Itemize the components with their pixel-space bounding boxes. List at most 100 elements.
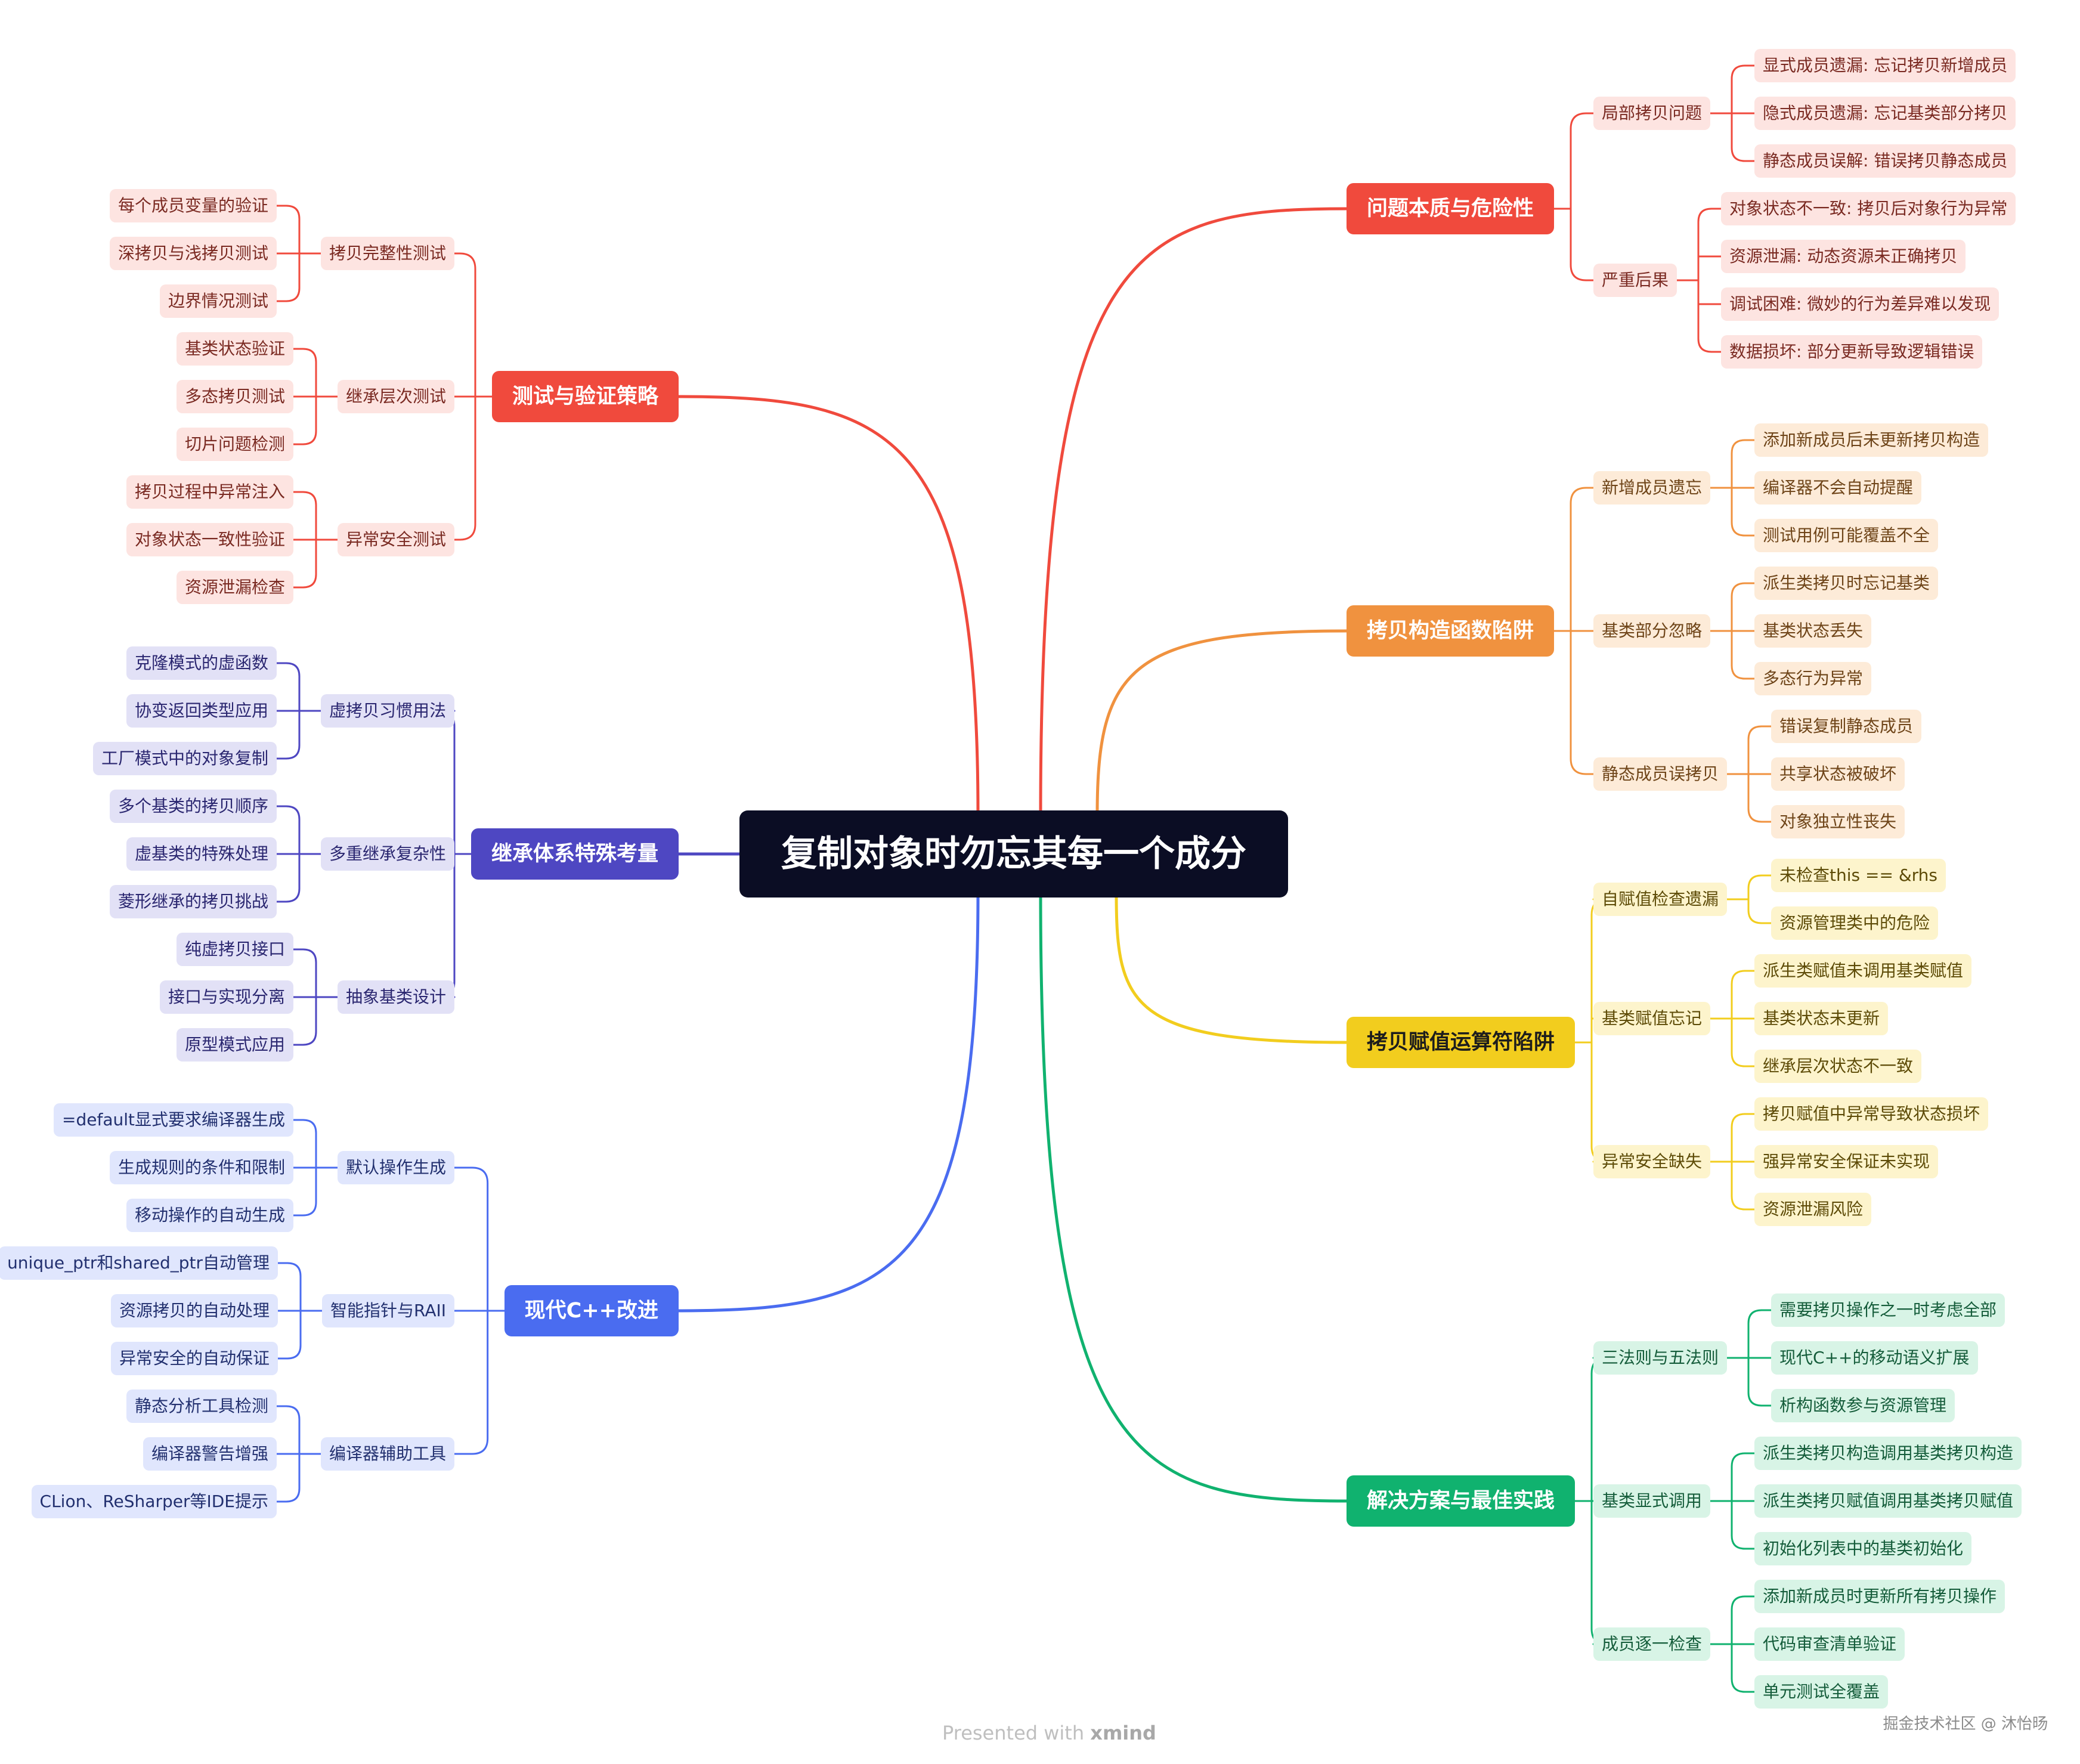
leaf-b2-2-2[interactable]: 基类状态丢失: [1754, 614, 1872, 648]
leaf-b4-1-3[interactable]: 析构函数参与资源管理: [1771, 1389, 1955, 1422]
leaf-b5-2-3[interactable]: 切片问题检测: [176, 428, 293, 461]
leaf-b6-1-2[interactable]: 协变返回类型应用: [126, 694, 277, 728]
leaf-b6-3-1[interactable]: 纯虚拷贝接口: [176, 933, 293, 966]
subtopic-b5-1[interactable]: 拷贝完整性测试: [320, 237, 454, 270]
leaf-b6-3-2[interactable]: 接口与实现分离: [159, 980, 293, 1014]
subtopic-b4-2[interactable]: 基类显式调用: [1593, 1484, 1711, 1518]
subtopic-b7-2[interactable]: 智能指针与RAII: [322, 1294, 454, 1327]
subtopic-b5-1-label: 拷贝完整性测试: [329, 243, 446, 263]
leaf-b3-1-1[interactable]: 未检查this == &rhs: [1771, 859, 1946, 892]
leaf-b4-2-2[interactable]: 派生类拷贝赋值调用基类拷贝赋值: [1754, 1484, 2022, 1518]
leaf-b4-2-1[interactable]: 派生类拷贝构造调用基类拷贝构造: [1754, 1437, 2022, 1470]
leaf-b2-3-2[interactable]: 共享状态被破坏: [1771, 757, 1905, 791]
leaf-b4-3-3[interactable]: 单元测试全覆盖: [1754, 1675, 1889, 1709]
leaf-b5-2-2-label: 多态拷贝测试: [184, 386, 285, 406]
subtopic-b7-1-label: 默认操作生成: [345, 1158, 446, 1177]
subtopic-b6-3[interactable]: 抽象基类设计: [337, 980, 454, 1014]
subtopic-b5-3[interactable]: 异常安全测试: [337, 523, 454, 556]
subtopic-b3-3[interactable]: 异常安全缺失: [1593, 1145, 1711, 1178]
subtopic-b3-2[interactable]: 基类赋值忘记: [1593, 1002, 1711, 1035]
leaf-b4-1-2[interactable]: 现代C++的移动语义扩展: [1771, 1341, 1978, 1375]
subtopic-b3-1[interactable]: 自赋值检查遗漏: [1593, 883, 1728, 916]
subtopic-b6-1[interactable]: 虚拷贝习惯用法: [320, 694, 454, 728]
leaf-b1-1-1[interactable]: 显式成员遗漏: 忘记拷贝新增成员: [1754, 49, 2016, 82]
leaf-b6-2-1[interactable]: 多个基类的拷贝顺序: [109, 790, 277, 823]
subtopic-b5-2[interactable]: 继承层次测试: [337, 380, 454, 413]
root-topic[interactable]: 复制对象时勿忘其每一个成分: [739, 810, 1288, 898]
branch-b7[interactable]: 现代C++改进: [504, 1285, 679, 1336]
leaf-b1-2-3[interactable]: 调试困难: 微妙的行为差异难以发现: [1721, 287, 1999, 321]
leaf-b5-2-1[interactable]: 基类状态验证: [176, 332, 293, 366]
subtopic-b4-1[interactable]: 三法则与五法则: [1593, 1341, 1728, 1375]
subtopic-b6-2[interactable]: 多重继承复杂性: [320, 837, 454, 871]
leaf-b3-3-1[interactable]: 拷贝赋值中异常导致状态损坏: [1754, 1097, 1989, 1131]
leaf-b7-2-3[interactable]: 异常安全的自动保证: [110, 1342, 278, 1375]
leaf-b1-2-4[interactable]: 数据损坏: 部分更新导致逻辑错误: [1721, 335, 1983, 369]
sub-spine-b1: [1570, 112, 1587, 281]
leaf-b5-1-2[interactable]: 深拷贝与浅拷贝测试: [109, 237, 277, 270]
leaf-b7-1-2[interactable]: 生成规则的条件和限制: [109, 1151, 293, 1184]
leaf-b2-1-3[interactable]: 测试用例可能覆盖不全: [1754, 519, 1939, 552]
branch-b1[interactable]: 问题本质与危险性: [1347, 183, 1555, 234]
subtopic-b1-1[interactable]: 局部拷贝问题: [1593, 97, 1711, 130]
leaf-b2-3-1[interactable]: 错误复制静态成员: [1771, 710, 1922, 743]
leaf-b6-2-3[interactable]: 菱形继承的拷贝挑战: [109, 885, 277, 918]
leaf-b3-3-2[interactable]: 强异常安全保证未实现: [1754, 1145, 1939, 1178]
subtopic-b7-1[interactable]: 默认操作生成: [337, 1151, 454, 1184]
leaf-b7-2-2[interactable]: 资源拷贝的自动处理: [110, 1294, 278, 1327]
leaf-b2-2-1[interactable]: 派生类拷贝时忘记基类: [1754, 567, 1939, 600]
leaf-b4-3-2[interactable]: 代码审查清单验证: [1754, 1627, 1905, 1661]
leaf-b6-1-3[interactable]: 工厂模式中的对象复制: [92, 742, 277, 775]
leaf-b2-1-1[interactable]: 添加新成员后未更新拷贝构造: [1754, 423, 1989, 457]
leaf-b3-2-2[interactable]: 基类状态未更新: [1754, 1002, 1889, 1035]
leaf-b6-3-3[interactable]: 原型模式应用: [176, 1028, 293, 1062]
xmind-brand: xmind: [1090, 1722, 1156, 1744]
leaf-b2-2-3[interactable]: 多态行为异常: [1754, 662, 1872, 695]
leaf-b4-3-1-label: 添加新成员时更新所有拷贝操作: [1763, 1586, 1997, 1606]
leaf-b4-3-1[interactable]: 添加新成员时更新所有拷贝操作: [1754, 1580, 2005, 1613]
leaf-b5-3-2[interactable]: 对象状态一致性验证: [126, 523, 293, 556]
leaf-b6-1-1[interactable]: 克隆模式的虚函数: [126, 646, 277, 680]
leaf-b4-1-1[interactable]: 需要拷贝操作之一时考虑全部: [1771, 1293, 2005, 1327]
branch-b5[interactable]: 测试与验证策略: [491, 371, 679, 422]
leaf-b3-1-2[interactable]: 资源管理类中的危险: [1771, 906, 1939, 940]
leaf-b5-1-1[interactable]: 每个成员变量的验证: [109, 189, 277, 222]
subtopic-b2-2[interactable]: 基类部分忽略: [1593, 614, 1711, 648]
leaf-b1-1-2-label: 隐式成员遗漏: 忘记基类部分拷贝: [1763, 103, 2008, 123]
leaf-b2-3-3[interactable]: 对象独立性丧失: [1771, 805, 1905, 838]
branch-b2[interactable]: 拷贝构造函数陷阱: [1347, 605, 1555, 657]
leaf-b6-2-2[interactable]: 虚基类的特殊处理: [126, 837, 277, 871]
leaf-b1-2-2[interactable]: 资源泄漏: 动态资源未正确拷贝: [1721, 240, 1966, 273]
subtopic-b4-3-label: 成员逐一检查: [1602, 1634, 1703, 1654]
branch-b6[interactable]: 继承体系特殊考量: [471, 828, 679, 880]
leaf-b1-1-3[interactable]: 静态成员误解: 错误拷贝静态成员: [1754, 144, 2016, 178]
leaf-b4-2-3[interactable]: 初始化列表中的基类初始化: [1754, 1532, 1972, 1565]
leaf-b7-3-3[interactable]: CLion、ReSharper等IDE提示: [31, 1485, 277, 1518]
leaf-b7-3-1[interactable]: 静态分析工具检测: [126, 1389, 277, 1423]
leaf-b3-2-3[interactable]: 继承层次状态不一致: [1754, 1050, 1922, 1083]
subtopic-b1-2[interactable]: 严重后果: [1593, 264, 1677, 297]
leaf-b1-2-1[interactable]: 对象状态不一致: 拷贝后对象行为异常: [1721, 192, 2016, 225]
subtopic-b2-3[interactable]: 静态成员误拷贝: [1593, 757, 1728, 791]
leaf-b1-1-2[interactable]: 隐式成员遗漏: 忘记基类部分拷贝: [1754, 97, 2016, 130]
leaf-b3-2-1[interactable]: 派生类赋值未调用基类赋值: [1754, 954, 1972, 988]
leaf-b4-1-1-label: 需要拷贝操作之一时考虑全部: [1779, 1300, 1997, 1320]
branch-b3[interactable]: 拷贝赋值运算符陷阱: [1347, 1017, 1576, 1068]
leaf-b7-3-2[interactable]: 编译器警告增强: [143, 1437, 277, 1471]
subtopic-b2-1[interactable]: 新增成员遗忘: [1593, 471, 1711, 505]
leaf-b7-1-1[interactable]: =default显式要求编译器生成: [54, 1103, 293, 1137]
leaf-b2-1-2[interactable]: 编译器不会自动提醒: [1754, 471, 1922, 505]
branch-b4[interactable]: 解决方案与最佳实践: [1347, 1475, 1576, 1527]
leaf-b7-1-3[interactable]: 移动操作的自动生成: [126, 1199, 293, 1232]
leaf-b5-2-2[interactable]: 多态拷贝测试: [176, 380, 293, 413]
subtopic-b4-3[interactable]: 成员逐一检查: [1593, 1627, 1711, 1661]
leaf-b7-2-1[interactable]: unique_ptr和shared_ptr自动管理: [0, 1246, 278, 1280]
leaf-b6-3-2-label: 接口与实现分离: [168, 987, 285, 1007]
leaf-b5-1-3[interactable]: 边界情况测试: [159, 284, 277, 318]
leaf-b5-3-1[interactable]: 拷贝过程中异常注入: [126, 475, 293, 509]
leaf-b3-3-3[interactable]: 资源泄漏风险: [1754, 1193, 1872, 1226]
subtopic-b7-3[interactable]: 编译器辅助工具: [320, 1437, 454, 1471]
leaf-b5-3-3[interactable]: 资源泄漏检查: [176, 571, 293, 604]
leaf-b1-2-4-label: 数据损坏: 部分更新导致逻辑错误: [1729, 342, 1974, 361]
subtopic-b3-3-label: 异常安全缺失: [1602, 1152, 1703, 1171]
